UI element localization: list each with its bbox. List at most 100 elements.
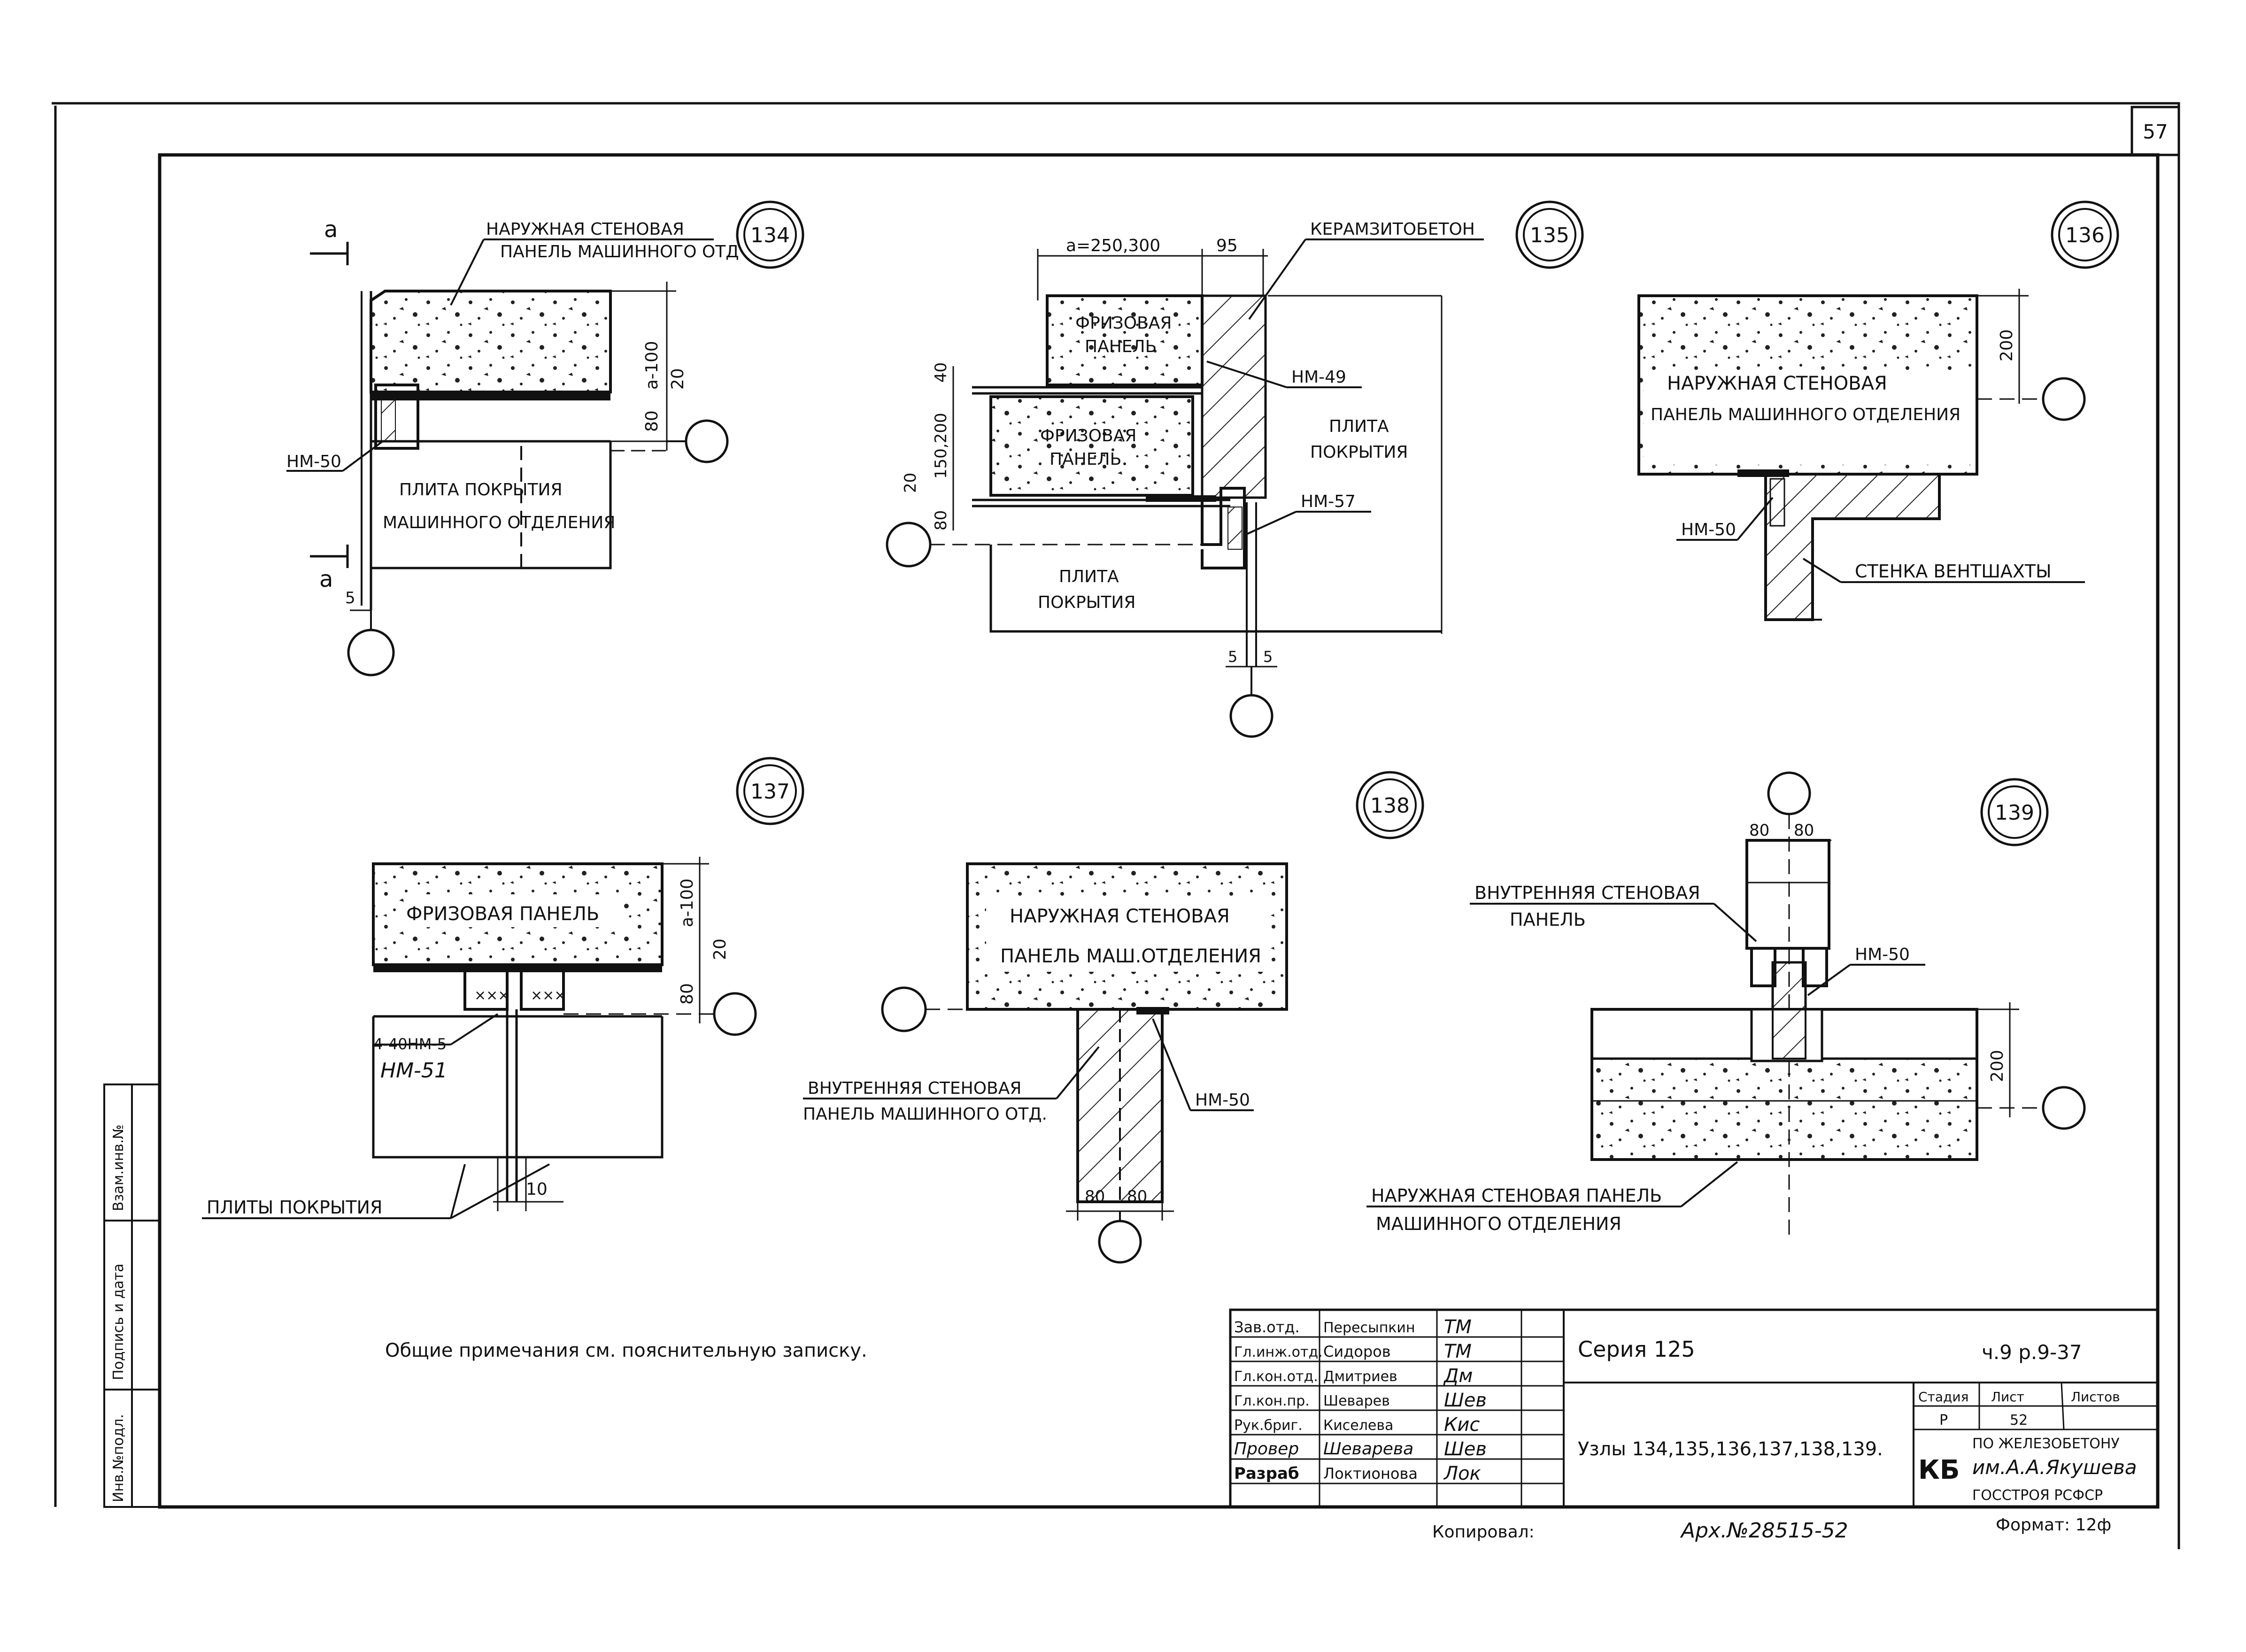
tb-sign-5: Шев [1444,1438,1487,1460]
node-137-tag: 137 [750,780,790,804]
node-137-frieze: ФРИЗОВАЯ ПАНЕЛЬ [406,903,599,925]
node-135-frieze2-1: ФРИЗОВАЯ [1040,426,1136,446]
node-137-dim-20: 20 [710,938,730,960]
node-135-dim-top: а=250,300 [1066,236,1160,255]
node-136-nm50: НМ-50 [1681,520,1736,539]
node-135-dim-5b: 5 [1263,648,1273,666]
sheet-frame [52,102,2180,1549]
node-134: 134 а а НАРУЖНАЯ СТЕНОВАЯ ПАНЕЛЬ МАШИННО… [286,200,804,676]
footer-archive: Арх.№28515-52 [1680,1519,1848,1543]
node-137-dim-10: 10 [526,1180,548,1199]
node-134-nm50: НМ-50 [286,452,341,471]
tb-role-0: Зав.отд. [1234,1318,1300,1336]
node-135-nm49: НМ-49 [1291,368,1346,387]
node-139-nm50: НМ-50 [1855,945,1910,964]
node-139-outer-1: НАРУЖНАЯ СТЕНОВАЯ ПАНЕЛЬ [1371,1185,1662,1206]
node-136-shaft: СТЕНКА ВЕНТШАХТЫ [1855,561,2052,582]
node-134-dim-20: 20 [668,368,687,390]
node-138-tag-outer [1356,771,1424,839]
node-138: 138 НАРУЖНАЯ СТЕНОВАЯ ПАНЕЛЬ МАШ.ОТДЕЛЕН… [803,771,1424,1264]
tb-org-3: ГОССТРОЯ РСФСР [1972,1487,2103,1504]
tb-name-4: Киселева [1323,1417,1393,1434]
tb-role-6: Разраб [1234,1464,1299,1483]
node-135-axis-bottom [1229,694,1274,738]
tb-org-logo: КБ [1918,1455,1960,1485]
node-134-panel-label-1: НАРУЖНАЯ СТЕНОВАЯ [486,220,684,239]
footer-copied: Копировал: [1432,1522,1535,1542]
node-137-mark-hand: НМ-51 [380,1059,448,1083]
tb-name-1: Сидоров [1323,1343,1391,1360]
node-138-panel-1: НАРУЖНАЯ СТЕНОВАЯ [1010,906,1230,927]
node-135-tag-inner [1523,208,1576,261]
tb-sign-0: ТМ [1444,1316,1472,1338]
node-134-dim-5: 5 [345,589,355,607]
node-139-tag-outer [1980,778,2049,846]
node-135-dim-80: 80 [932,510,950,530]
node-138-dim-80b: 80 [1127,1187,1147,1206]
node-138-tag: 138 [1370,794,1410,818]
title-block-signatures: ТМ ТМ Дм Шев Кис Шев Лок [1443,1316,1487,1484]
tb-role-5: Провер [1234,1439,1299,1459]
node-137-dim-a100: а-100 [678,878,697,927]
node-135-slab-bottom-1: ПЛИТА [1059,567,1119,586]
tb-name-2: Дмитриев [1323,1368,1397,1385]
tb-sheet-head: Лист [1991,1389,2024,1405]
node-137-weld-mark-b: ××× [531,987,566,1004]
tb-org-1: ПО ЖЕЛЕЗОБЕТОНУ [1972,1436,2120,1452]
node-137: 137 ФРИЗОВАЯ ПАНЕЛЬ ××× ××× а-100 20 80 … [202,757,804,1219]
node-137-axis-right [713,992,757,1036]
tb-role-3: Гл.кон.пр. [1234,1393,1310,1409]
node-134-axis-right [685,419,729,463]
tb-stage-val: Р [1939,1412,1948,1429]
node-139-tag-inner [1988,785,2041,839]
side-stamp-replace: Взам.инв.№ [110,1124,127,1211]
tb-sheets-head: Листов [2071,1389,2120,1405]
node-134-section-bottom: а [319,566,333,592]
node-136-tag-outer [2051,200,2119,269]
node-135-dim-150-200: 150,200 [932,413,950,479]
node-135-frieze1-2: ПАНЕЛЬ [1085,337,1157,356]
node-138-tag-inner [1363,778,1417,832]
node-135-keramzit: КЕРАМЗИТОБЕТОН [1310,220,1475,239]
node-136-dim-200: 200 [1997,329,2016,361]
node-134-tag-outer [736,200,804,269]
node-134-panel-label-2: ПАНЕЛЬ МАШИННОГО ОТД [500,242,739,261]
node-139-dim-200: 200 [1988,1050,2007,1082]
side-stamp-inv: Инв.№подл. [110,1414,127,1502]
node-139-inner-2: ПАНЕЛЬ [1510,909,1586,930]
node-135-nm57: НМ-57 [1301,492,1356,511]
node-139-tag: 139 [1995,801,2034,825]
node-134-slab-label-2: МАШИННОГО ОТДЕЛЕНИЯ [383,513,615,532]
node-138-panel-2: ПАНЕЛЬ МАШ.ОТДЕЛЕНИЯ [1000,945,1261,967]
node-136-tag-inner [2058,208,2112,261]
tb-sign-4: Кис [1444,1414,1480,1436]
tb-sign-6: Лок [1443,1463,1481,1484]
node-139-axis-top [1767,771,1811,815]
node-137-tag-inner [743,764,797,818]
node-139-inner-1: ВНУТРЕННЯЯ СТЕНОВАЯ [1474,883,1700,903]
node-134-dim-80: 80 [642,410,662,432]
node-139: 139 80 80 ВНУТРЕННЯЯ СТЕНОВАЯ ПАНЕЛЬ НМ-… [1366,771,2086,1239]
node-135-slab-right-2: ПОКРЫТИЯ [1310,443,1408,462]
tb-stage-head: Стадия [1918,1389,1968,1405]
node-139-dim-80a: 80 [1749,821,1769,840]
tb-org-2: им.А.А.Якушева [1972,1456,2137,1479]
node-135-dim-5a: 5 [1228,648,1237,666]
node-137-tag-outer [736,757,804,825]
node-135: 135 а=250,300 95 КЕРАМЗИТОБЕТОН ФРИЗОВАЯ… [886,200,1584,738]
tb-name-0: Пересыпкин [1323,1320,1415,1336]
node-134-tag: 134 [750,223,790,247]
node-138-dim-80a: 80 [1085,1187,1105,1206]
node-134-slab-label-1: ПЛИТА ПОКРЫТИЯ [399,480,563,499]
tb-doc-code: ч.9 р.9-37 [1982,1341,2082,1364]
node-138-axis-bottom [1098,1220,1142,1264]
node-135-frieze1-1: ФРИЗОВАЯ [1075,314,1172,333]
node-137-weld-mark-a: ××× [474,987,509,1004]
node-134-section-top: а [324,216,338,243]
node-135-slab-right-1: ПЛИТА [1329,417,1389,436]
node-136-panel-1: НАРУЖНАЯ СТЕНОВАЯ [1667,373,1887,394]
node-135-tag: 135 [1530,223,1569,247]
node-137-dim-80: 80 [678,983,697,1005]
side-stamp-sign: Подпись и дата [110,1264,127,1381]
tb-sign-3: Шев [1444,1390,1487,1411]
